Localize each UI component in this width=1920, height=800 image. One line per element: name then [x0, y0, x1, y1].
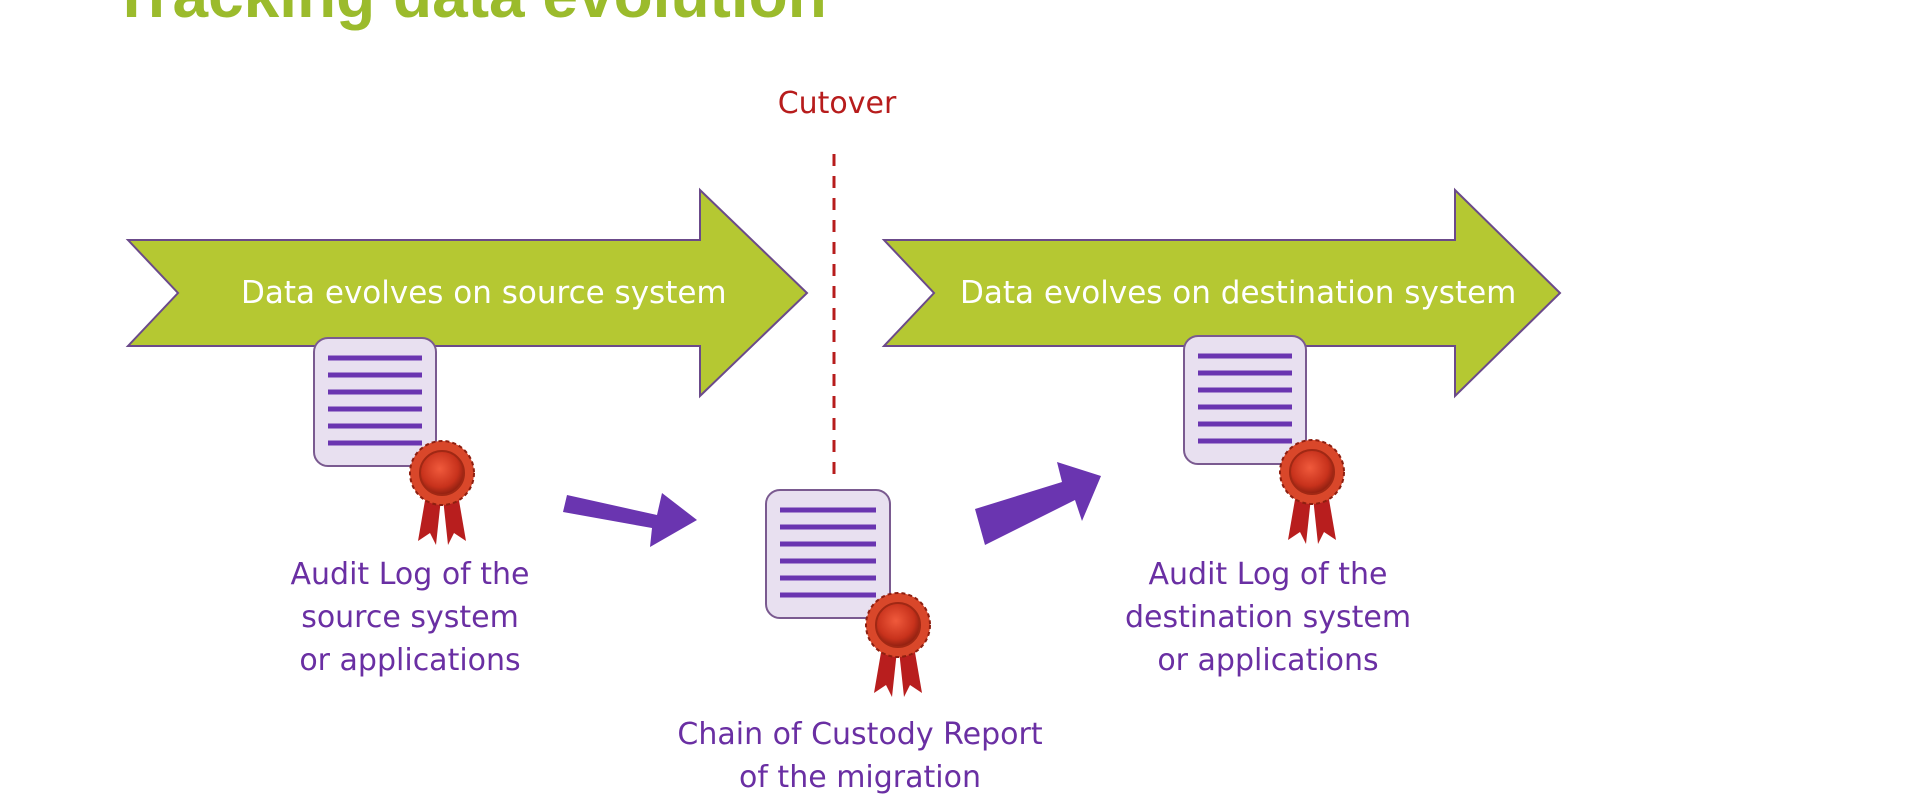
slide-title: Tracking data evolution [112, 0, 827, 34]
cutover-label: Cutover [777, 86, 897, 121]
destination-evolution-arrow [881, 187, 1562, 399]
destination-audit-log-caption: Audit Log of the destination system or a… [1098, 553, 1438, 682]
caption-line: destination system [1124, 600, 1412, 635]
seal-icon [865, 592, 931, 697]
destination-arrow-label: Data evolves on destination system [960, 275, 1517, 311]
source-audit-log-certificate-icon [313, 337, 475, 545]
seal-icon [409, 440, 475, 545]
source-evolution-arrow [125, 187, 809, 399]
caption-line: source system [301, 600, 519, 635]
caption-line: Audit Log of the [290, 557, 530, 592]
flow-arrow-icon [563, 493, 697, 547]
source-audit-log-caption: Audit Log of the source system or applic… [240, 553, 580, 682]
destination-audit-log-certificate-icon [1183, 335, 1345, 544]
caption-line: Chain of Custody Report [677, 717, 1043, 752]
flow-arrow-icon [975, 462, 1101, 545]
custody-report-certificate-icon [765, 489, 931, 697]
seal-icon [1279, 439, 1345, 544]
caption-line: or applications [1157, 643, 1379, 678]
caption-line: or applications [299, 643, 521, 678]
caption-line: Audit Log of the [1148, 557, 1388, 592]
caption-line: of the migration [738, 760, 981, 795]
source-arrow-label: Data evolves on source system [241, 275, 727, 311]
custody-report-caption: Chain of Custody Report of the migration [650, 713, 1070, 799]
